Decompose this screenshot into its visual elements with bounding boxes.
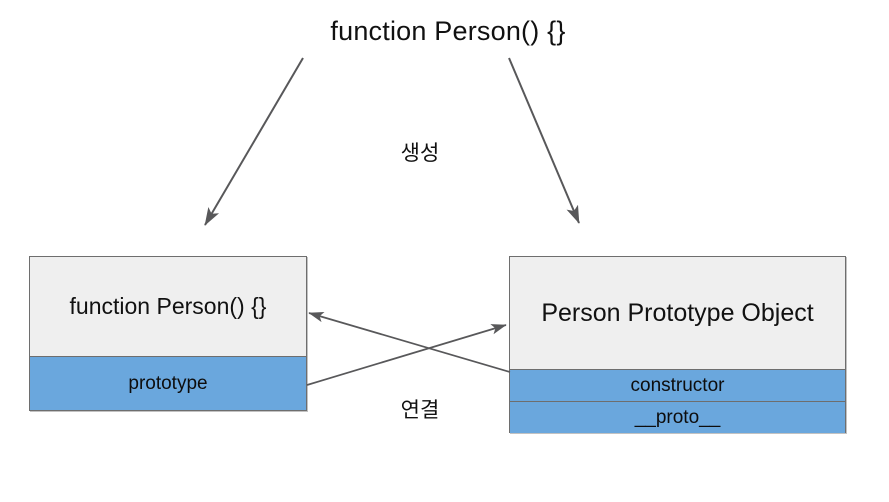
arrow-prototype-to-prototype-object — [306, 324, 507, 386]
prototype-box-row-proto: __proto__ — [510, 401, 845, 433]
arrow-constructor-to-function — [308, 312, 511, 373]
prototype-object-box: Person Prototype Object constructor __pr… — [509, 256, 846, 433]
constructor-box-header: function Person() {} — [30, 257, 306, 356]
constructor-box-row-prototype: prototype — [30, 356, 306, 410]
arrow-create-to-constructor — [204, 57, 304, 226]
arrow-label-create: 생성 — [400, 142, 440, 165]
arrow-label-link: 연결 — [400, 399, 440, 422]
prototype-box-row-constructor: constructor — [510, 369, 845, 401]
prototype-box-header: Person Prototype Object — [510, 257, 845, 369]
arrow-create-to-prototype — [508, 57, 580, 224]
constructor-function-box: function Person() {} prototype — [29, 256, 307, 411]
diagram-title: function Person() {} — [330, 16, 566, 46]
